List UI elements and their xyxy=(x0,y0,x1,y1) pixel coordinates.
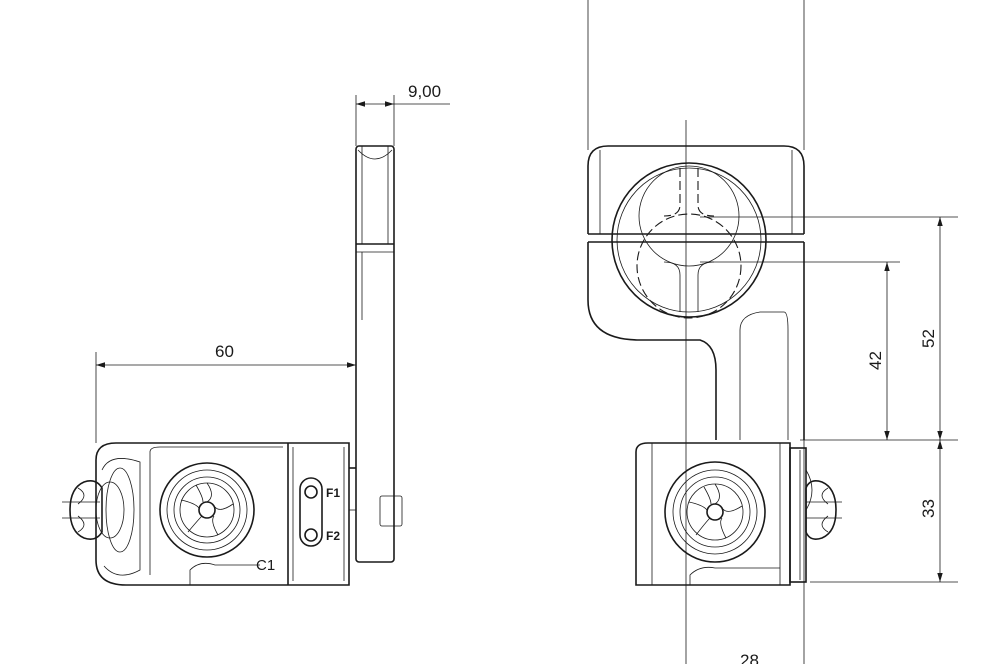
port-f1-label: F1 xyxy=(326,486,340,500)
dim-height-33: 33 xyxy=(919,499,938,518)
vertical-plate xyxy=(355,145,395,563)
valve-spokes-left xyxy=(180,482,234,536)
dim-height-42: 42 xyxy=(866,351,885,370)
front-view: 42 52 33 28 xyxy=(587,0,958,664)
valve-outer xyxy=(159,462,255,558)
clamp-block xyxy=(95,442,350,586)
port-slot xyxy=(299,477,323,547)
side-view: F1 F2 C1 9,00 60 xyxy=(62,82,450,586)
knob-left xyxy=(62,467,135,553)
port-f2-hole xyxy=(304,528,318,542)
dim-length-60: 60 xyxy=(215,342,234,361)
dim-width-28: 28 xyxy=(740,651,759,664)
port-f1-hole xyxy=(304,485,318,499)
mark-c1: C1 xyxy=(256,557,275,574)
clamp-bore xyxy=(611,162,767,318)
front-block xyxy=(635,442,791,586)
valve-front-outer xyxy=(664,461,766,563)
valve-spokes-right xyxy=(688,483,743,539)
port-f2-label: F2 xyxy=(326,529,340,543)
dim-width-offset: 9,00 xyxy=(408,82,441,101)
clamp-head xyxy=(587,145,805,234)
knob-right xyxy=(805,480,842,540)
dim-height-52: 52 xyxy=(919,329,938,348)
